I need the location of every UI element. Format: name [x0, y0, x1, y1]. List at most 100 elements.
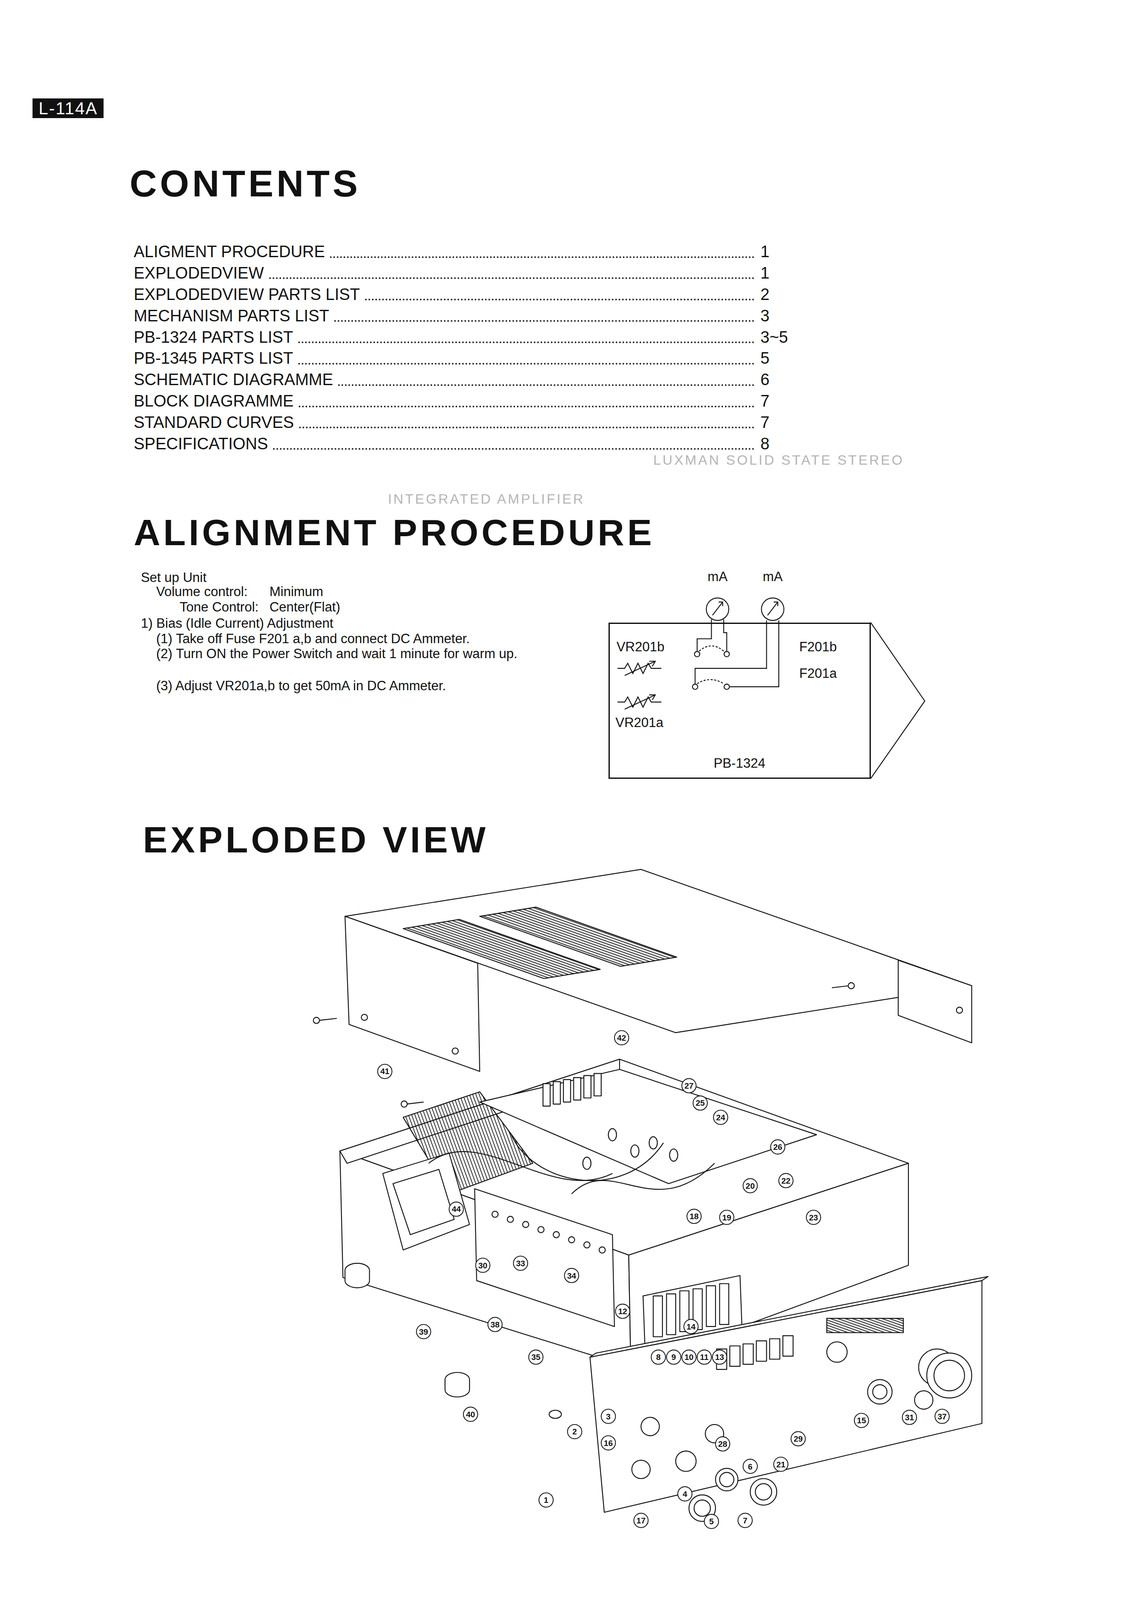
dot-leader — [334, 320, 755, 322]
callout-ring — [528, 1350, 544, 1365]
callout-ring — [791, 1431, 806, 1446]
page-number: 3 — [760, 306, 770, 326]
fuse-label: F201a — [799, 665, 838, 682]
callout-number: 17 — [633, 1516, 648, 1526]
callout-ring — [651, 1350, 666, 1365]
callout-number: 6 — [742, 1462, 757, 1472]
contents-entry: EXPLODEDVIEW PARTS LIST — [133, 285, 360, 305]
callout-number: 16 — [601, 1438, 616, 1449]
procedure-text: Set up Unit — [140, 569, 207, 586]
dot-leader — [338, 384, 755, 386]
callout-ring — [742, 1178, 757, 1193]
callout-number: 20 — [742, 1181, 757, 1191]
callout-ring — [538, 1493, 553, 1508]
meter-label: mA — [762, 569, 783, 585]
dot-leader — [269, 277, 755, 280]
fuse-label: F201b — [799, 639, 838, 655]
callout-ring — [487, 1317, 502, 1332]
meter-label: mA — [707, 569, 728, 585]
ammeter-circuit — [617, 597, 925, 779]
page-number: 3~5 — [760, 328, 788, 348]
contents-entry: EXPLODEDVIEW — [133, 264, 264, 283]
callout-ring — [773, 1457, 788, 1472]
dot-leader — [298, 405, 755, 408]
callout-number: 28 — [715, 1439, 730, 1449]
callout-ring — [666, 1350, 681, 1365]
callout-number: 19 — [719, 1213, 734, 1223]
board-name: PB-1324 — [713, 755, 766, 772]
page-number: 1 — [760, 242, 770, 262]
callout-number: 30 — [475, 1261, 490, 1271]
contents-entry: PB-1345 PARTS LIST — [133, 349, 293, 369]
callout-number: 42 — [614, 1033, 629, 1043]
procedure-text: Tone Control: — [179, 599, 259, 615]
resistor-label: VR201a — [615, 715, 664, 731]
dot-leader — [329, 256, 755, 259]
callout-ring — [475, 1258, 490, 1273]
callout-number: 25 — [693, 1098, 708, 1108]
page-number: 6 — [760, 370, 770, 390]
contents-entry: STANDARD CURVES — [133, 413, 294, 433]
callout-number: 26 — [770, 1142, 785, 1152]
dot-leader — [299, 426, 755, 429]
callout-number: 9 — [666, 1352, 681, 1363]
callout-number: 18 — [686, 1211, 701, 1222]
page-number: 2 — [760, 285, 770, 305]
contents-entry: MECHANISM PARTS LIST — [133, 306, 330, 326]
callout-number: 14 — [683, 1322, 698, 1332]
callout-ring — [513, 1255, 528, 1271]
procedure-step: (2) Turn ON the Power Switch and wait 1 … — [156, 646, 518, 662]
circuit-board: PB-1324 — [608, 622, 871, 779]
callout-ring — [564, 1268, 579, 1283]
dot-leader — [298, 341, 755, 344]
contents-entry: ALIGMENT PROCEDURE — [133, 242, 325, 262]
procedure-step: (1) Take off Fuse F201 a,b and connect D… — [156, 631, 470, 647]
watermark: LUXMAN SOLID STATE STEREO — [653, 452, 905, 469]
page-number: 8 — [760, 434, 770, 454]
callout-ring — [712, 1350, 727, 1365]
callout-number: 40 — [463, 1410, 478, 1420]
callout-number: 12 — [615, 1306, 630, 1317]
callout-ring — [601, 1435, 616, 1450]
callout-number: 13 — [712, 1352, 727, 1363]
callout-ring — [633, 1513, 648, 1528]
callout-ring — [601, 1409, 616, 1424]
callout-ring — [713, 1110, 728, 1125]
callout-ring — [742, 1459, 757, 1474]
callout-ring — [681, 1350, 696, 1365]
callout-number: 33 — [513, 1258, 528, 1269]
page-heading: CONTENTS — [129, 161, 361, 205]
page-number: 7 — [760, 413, 770, 433]
callout-ring — [463, 1407, 478, 1422]
page-number: 7 — [760, 391, 770, 411]
callout-number: 39 — [416, 1327, 431, 1337]
callout-number: 4 — [677, 1489, 692, 1500]
callout-ring — [704, 1514, 719, 1529]
callout-ring — [719, 1210, 734, 1225]
page-number: 5 — [760, 349, 770, 369]
callout-number: 31 — [902, 1413, 917, 1423]
contents-entry: BLOCK DIAGRAMME — [133, 391, 294, 411]
callout-ring — [416, 1324, 431, 1339]
callout-number: 37 — [935, 1412, 950, 1422]
callout-ring — [715, 1436, 730, 1451]
callout-ring — [770, 1139, 785, 1155]
procedure-step: 1) Bias (Idle Current) Adjustment — [140, 615, 334, 632]
callout-number: 7 — [738, 1516, 753, 1526]
callout-ring — [686, 1209, 701, 1224]
callout-ring — [377, 1064, 392, 1079]
callout-ring — [677, 1486, 692, 1501]
callout-ring — [697, 1350, 712, 1365]
callout-ring — [902, 1410, 917, 1425]
callout-ring — [854, 1413, 869, 1428]
callout-number: 35 — [528, 1352, 544, 1363]
dot-leader — [365, 298, 755, 301]
resistor-label: VR201b — [616, 639, 665, 655]
callout-number: 22 — [778, 1176, 793, 1186]
callout-ring — [693, 1095, 708, 1111]
callout-number: 24 — [713, 1113, 728, 1123]
callout-number: 15 — [854, 1416, 869, 1426]
procedure-text: Volume control: — [156, 584, 248, 600]
callout-ring — [683, 1319, 698, 1334]
